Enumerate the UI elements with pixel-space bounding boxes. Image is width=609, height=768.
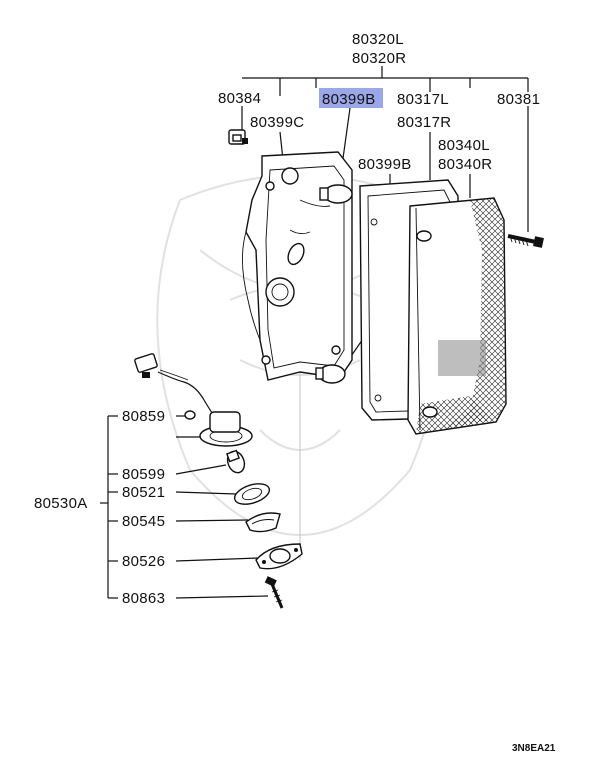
label-80399c: 80399C: [250, 114, 304, 131]
bulb-part: [226, 449, 246, 474]
label-80521: 80521: [122, 484, 165, 501]
label-80317r: 80317R: [397, 114, 451, 131]
screw-part: [507, 234, 544, 248]
label-80863: 80863: [122, 590, 165, 607]
gasket-ring-part: [233, 483, 271, 505]
lamp-lens: [407, 197, 507, 435]
label-80384: 80384: [218, 90, 261, 107]
nut-part: [184, 410, 196, 420]
label-80320l: 80320L: [352, 31, 404, 48]
label-80545: 80545: [122, 513, 165, 530]
socket-part: [199, 411, 253, 447]
callout-labels: 80320L 80320R 80384 80399B 80317L 80381 …: [34, 31, 556, 754]
label-80317l: 80317L: [397, 91, 449, 108]
label-80599: 80599: [122, 466, 165, 483]
label-80340r: 80340R: [438, 156, 492, 173]
label-80320r: 80320R: [352, 50, 406, 67]
label-80859: 80859: [122, 408, 165, 425]
small-screw-part: [264, 576, 284, 609]
label-80530a: 80530A: [34, 495, 88, 512]
label-80399b: 80399B: [358, 156, 412, 173]
label-80399b-highlighted: 80399B: [322, 91, 376, 108]
lens-cover-part: [245, 512, 281, 533]
highlight-box: [319, 88, 383, 108]
diagram-code: 3N8EA21: [512, 743, 556, 754]
label-80340l: 80340L: [438, 137, 490, 154]
label-80526: 80526: [122, 553, 165, 570]
clip-part: [228, 129, 248, 145]
lamp-housing: [241, 151, 353, 384]
license-lamp-wire: [134, 353, 215, 417]
label-80381: 80381: [497, 91, 540, 108]
bracket-part: [255, 543, 303, 570]
